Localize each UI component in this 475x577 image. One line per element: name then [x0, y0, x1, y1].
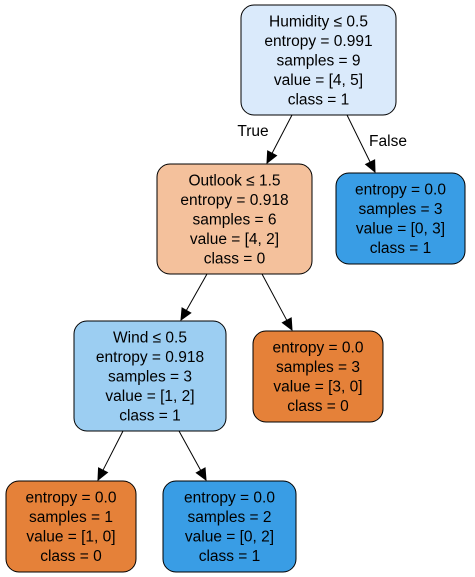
- tree-node-n3: Wind ≤ 0.5 entropy = 0.918 samples = 3 valu…: [73, 320, 227, 432]
- edge-line: [102, 430, 124, 471]
- node-text-line: entropy = 0.0: [355, 182, 446, 199]
- node-text-line: value = [1, 0]: [26, 529, 115, 546]
- node-text-line: value = [3, 0]: [273, 379, 362, 396]
- node-box: [335, 172, 466, 265]
- edge-n0-n1: True: [237, 114, 293, 165]
- node-text-line: class = 0: [40, 548, 102, 565]
- arrowhead-icon: [281, 317, 293, 332]
- node-text-line: entropy = 0.918: [180, 192, 288, 209]
- node-text-line: class = 1: [199, 548, 261, 565]
- node-text-line: Wind ≤ 0.5: [113, 329, 187, 346]
- node-text-line: samples = 2: [187, 509, 271, 526]
- arrowhead-icon: [195, 467, 207, 482]
- node-text-line: entropy = 0.918: [96, 349, 204, 366]
- node-text-line: value = [0, 3]: [356, 221, 445, 238]
- edge-line: [346, 114, 371, 163]
- node-text-line: entropy = 0.0: [184, 490, 275, 507]
- node-box: [5, 480, 137, 573]
- node-box: [73, 320, 227, 432]
- nodes-layer: Humidity ≤ 0.5 entropy = 0.991 samples = 9…: [5, 4, 466, 573]
- node-text-line: value = [4, 2]: [190, 231, 279, 248]
- arrowhead-icon: [97, 467, 109, 482]
- node-text-line: entropy = 0.0: [26, 490, 117, 507]
- edge-label: False: [369, 133, 407, 150]
- node-text-line: samples = 3: [358, 201, 442, 218]
- node-text-line: Humidity ≤ 0.5: [269, 13, 368, 30]
- node-text-line: Outlook ≤ 1.5: [188, 172, 280, 189]
- edge-n1-n3: [180, 273, 208, 322]
- edge-n1-n4: [261, 273, 293, 332]
- edge-label: True: [237, 123, 268, 140]
- arrowhead-icon: [364, 159, 376, 174]
- node-text-line: value = [0, 2]: [185, 529, 274, 546]
- arrowhead-icon: [180, 307, 192, 322]
- node-text-line: samples = 3: [108, 368, 192, 385]
- node-text-line: entropy = 0.0: [273, 340, 364, 357]
- edge-n3-n5: [97, 430, 124, 482]
- node-box: [156, 163, 313, 275]
- node-text-line: class = 1: [288, 91, 350, 108]
- node-box: [252, 330, 384, 423]
- node-text-line: samples = 9: [276, 52, 360, 69]
- node-text-line: samples = 3: [276, 359, 360, 376]
- node-text-line: class = 1: [119, 407, 181, 424]
- node-text-line: entropy = 0.991: [264, 33, 372, 50]
- tree-node-n0: Humidity ≤ 0.5 entropy = 0.991 samples = 9…: [240, 4, 397, 116]
- node-text-line: samples = 6: [192, 211, 276, 228]
- edge-line: [185, 273, 208, 311]
- tree-node-n2: entropy = 0.0 samples = 3 value = [0, 3] cl…: [335, 172, 466, 265]
- node-text-line: class = 0: [287, 398, 349, 415]
- tree-node-n4: entropy = 0.0 samples = 3 value = [3, 0] cl…: [252, 330, 384, 423]
- edge-line: [261, 273, 288, 321]
- edge-n3-n6: [178, 430, 207, 482]
- tree-node-n5: entropy = 0.0 samples = 1 value = [1, 0] cl…: [5, 480, 137, 573]
- node-text-line: value = [4, 5]: [274, 72, 363, 89]
- tree-node-n1: Outlook ≤ 1.5 entropy = 0.918 samples = 6 v…: [156, 163, 313, 275]
- tree-node-n6: entropy = 0.0 samples = 2 value = [0, 2] cl…: [162, 480, 297, 573]
- node-text-line: class = 1: [370, 240, 432, 257]
- node-text-line: class = 0: [204, 250, 266, 267]
- arrowhead-icon: [266, 150, 278, 165]
- edge-n0-n2: False: [346, 114, 407, 174]
- node-text-line: value = [1, 2]: [105, 388, 194, 405]
- edge-line: [178, 430, 202, 471]
- node-box: [240, 4, 397, 116]
- edge-line: [271, 114, 293, 154]
- node-box: [162, 480, 297, 573]
- node-text-line: samples = 1: [29, 509, 113, 526]
